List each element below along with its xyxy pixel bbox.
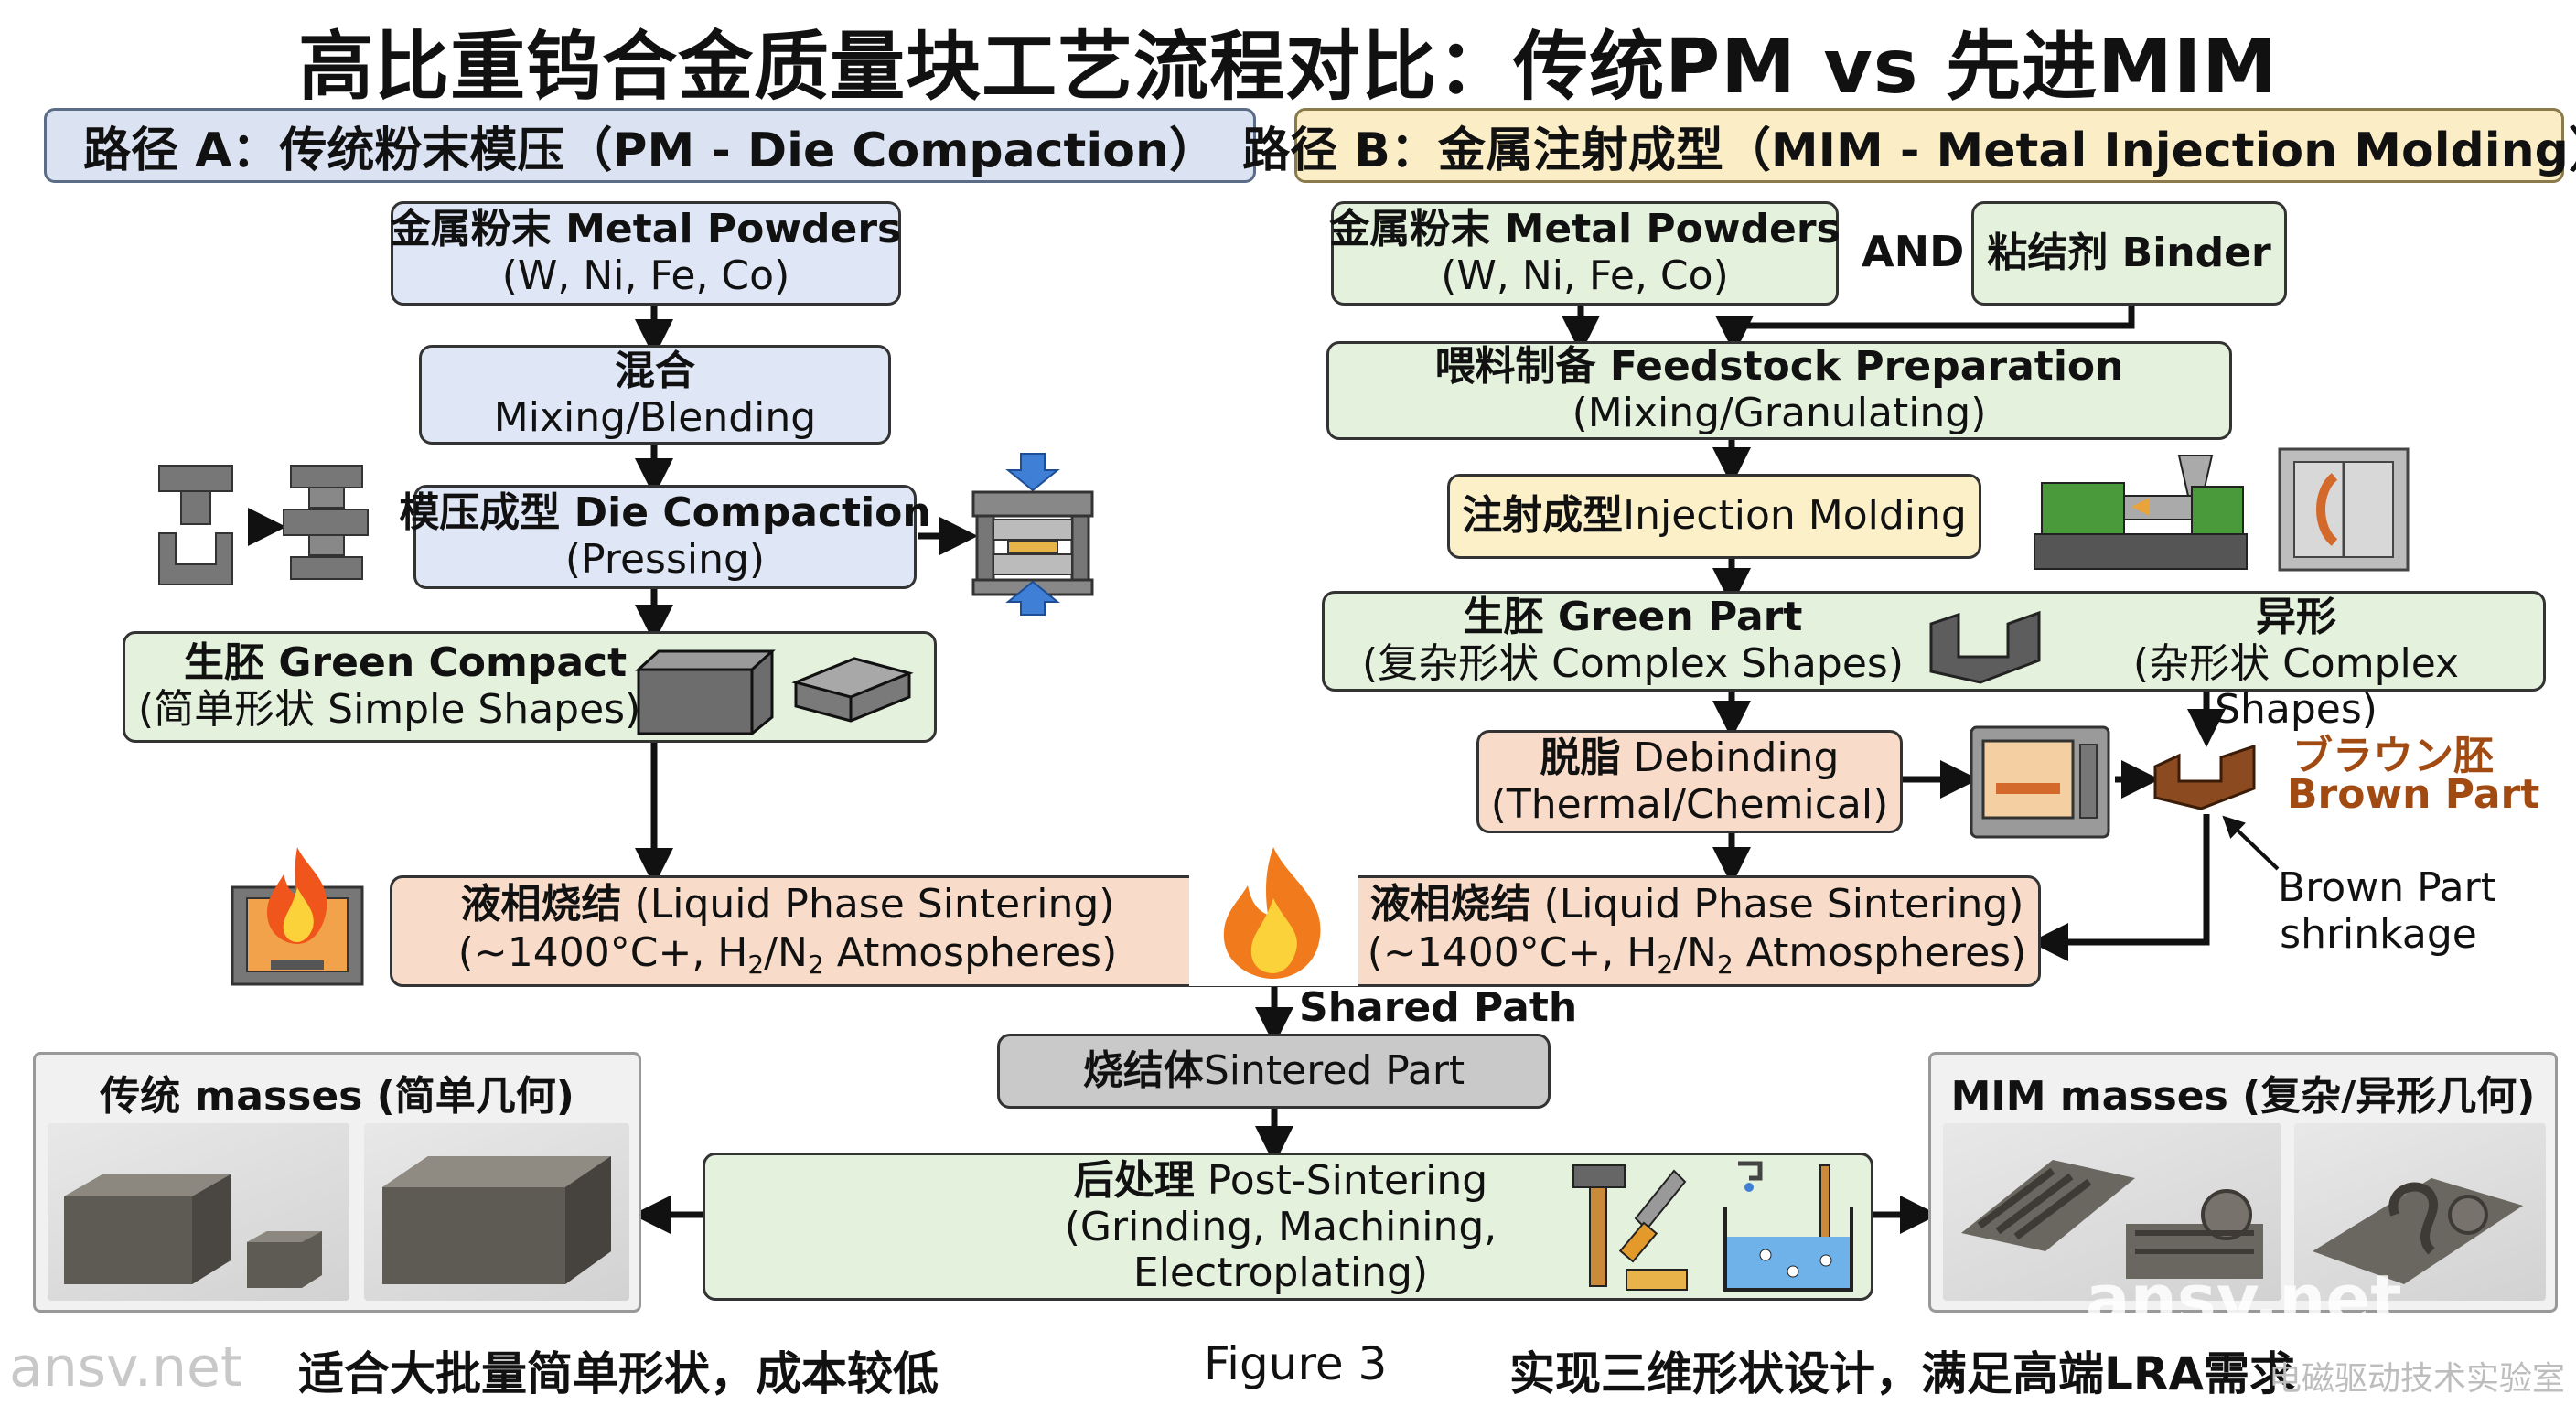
sintered-part-box: 烧结体 Sintered Part (997, 1034, 1551, 1109)
pm-mixing-sub: Mixing/Blending (493, 393, 817, 441)
sintering-right-cn: 液相烧结 (1369, 881, 1531, 928)
mold-icon (2278, 447, 2410, 572)
post-title-en: Post-Sintering (1194, 1157, 1488, 1204)
sintering-right-sub-suffix: Atmospheres) (1733, 928, 2027, 976)
oven-icon (1970, 725, 2110, 839)
debinding-box: 脱脂 Debinding (Thermal/Chemical) (1476, 730, 1903, 833)
injection-title-en: Injection Molding (1623, 492, 1967, 540)
pm-compaction-box: 模压成型 Die Compaction (Pressing) (399, 485, 931, 589)
brown-part-jp-label: ブラウン胚 (2292, 733, 2494, 779)
hammer-wrench-icon (1572, 1164, 1688, 1291)
page-title: 高比重钨合金质量块工艺流程对比：传统PM vs 先进MIM (298, 24, 2278, 111)
path-a-header: 路径 A：传统粉末模压（PM - Die Compaction） (44, 108, 1256, 183)
brown-part-en-label: Brown Part (2287, 771, 2540, 818)
brown-note-line2: shrinkage (2280, 911, 2477, 958)
pm-mixing-box: 混合 Mixing/Blending (419, 345, 891, 445)
post-sintering-text: 后处理 Post-Sintering (Grinding, Machining,… (1006, 1157, 1555, 1297)
sintering-left-sub: (~1400°C+, H2/N2 Atmospheres) (390, 929, 1186, 981)
pm-compaction-title: 模压成型 Die Compaction (399, 489, 931, 537)
sintering-left-en: (Liquid Phase Sintering) (621, 881, 1115, 928)
sintering-right-sub-h2: 2 (1657, 949, 1674, 980)
pm-powders-title: 金属粉末 Metal Powders (390, 206, 902, 253)
sintering-left-sub-h2: 2 (747, 949, 765, 980)
and-label: AND (1862, 227, 1965, 276)
brown-part-icon (2153, 744, 2256, 810)
footer-right-caption: 实现三维形状设计，满足高端LRA需求 (1509, 1347, 2296, 1400)
mim-complex-parts-image (1961, 1160, 2263, 1279)
pm-large-block-image (382, 1156, 611, 1284)
sintering-left-sub-prefix: (~1400°C+, H (457, 928, 748, 976)
electroplating-bath-icon (1723, 1161, 1853, 1292)
sintered-title-cn: 烧结体 (1082, 1046, 1204, 1094)
post-line3: Electroplating) (1132, 1249, 1429, 1297)
sintering-left-sub-mid: /N (764, 928, 808, 976)
feedstock-sub: (Mixing/Granulating) (1572, 390, 1987, 436)
pm-powders-sub: (W, Ni, Fe, Co) (501, 252, 790, 299)
mim-powders-sub: (W, Ni, Fe, Co) (1441, 252, 1729, 299)
green-part-shape-icon (1929, 610, 2041, 684)
binder-title: 粘结剂 Binder (1987, 229, 2271, 276)
pm-masses-photo-1 (48, 1123, 349, 1301)
binder-box: 粘结剂 Binder (1971, 201, 2287, 306)
pm-green-sub: (简单形状 Simple Shapes) (138, 686, 641, 733)
sintering-right-sub-mid: /N (1673, 928, 1717, 976)
sintering-right-sub: (~1400°C+, H2/N2 Atmospheres) (1354, 929, 2040, 981)
watermark-left: ansv.net (9, 1335, 242, 1400)
shared-path-label: Shared Path (1299, 984, 1578, 1031)
sintering-left-cn: 液相烧结 (460, 881, 622, 928)
debinding-title-en: Debinding (1620, 734, 1840, 781)
green-part-text: 生胚 Green Part (复杂形状 Complex Shapes) (1331, 594, 1935, 690)
sintering-left-text: 液相烧结 (Liquid Phase Sintering) (~1400°C+,… (390, 881, 1186, 980)
debinding-title: 脱脂 Debinding (1540, 735, 1840, 782)
pm-metal-powders-box: 金属粉末 Metal Powders (W, Ni, Fe, Co) (391, 201, 901, 306)
irregular-sub: (杂形状 Complex Shapes) (2132, 639, 2460, 734)
sintering-left-sub-suffix: Atmospheres) (823, 928, 1118, 976)
watermark-right-small: 电磁驱动技术实验室 (2269, 1360, 2566, 1398)
sintered-title-en: Sintered Part (1203, 1046, 1465, 1094)
pm-block-pair-image (64, 1174, 322, 1288)
mim-metal-powders-box: 金属粉末 Metal Powders (W, Ni, Fe, Co) (1329, 201, 1841, 306)
mim-masses-photo-2 (2294, 1123, 2546, 1301)
green-part-sub: (复杂形状 Complex Shapes) (1361, 639, 1904, 687)
sintering-right-text: 液相烧结 (Liquid Phase Sintering) (~1400°C+,… (1354, 881, 2040, 980)
irregular-part-text: 异形 (杂形状 Complex Shapes) (2054, 594, 2538, 733)
feedstock-title: 喂料制备 Feedstock Preparation (1434, 343, 2124, 391)
figure-label: Figure 3 (1204, 1337, 1388, 1390)
brown-note-line1: Brown Part (2278, 864, 2496, 911)
pm-compaction-sub: (Pressing) (564, 536, 766, 583)
pm-mixing-title: 混合 (615, 347, 695, 394)
feedstock-box: 喂料制备 Feedstock Preparation (Mixing/Granu… (1326, 341, 2232, 440)
sintering-left-sub-n2: 2 (807, 949, 824, 980)
brown-part-note: Brown Part shrinkage (2278, 864, 2496, 958)
post-title-cn: 后处理 (1073, 1157, 1195, 1204)
furnace-icon (231, 847, 364, 986)
green-compact-blocks-icon (635, 649, 914, 735)
mim-masses-photo-1 (1943, 1123, 2281, 1301)
mim-powders-title: 金属粉末 Metal Powders (1329, 206, 1841, 253)
injection-title-cn: 注射成型 (1462, 492, 1624, 540)
press-machine-icon (971, 453, 1094, 616)
footer-left-caption: 适合大批量简单形状，成本较低 (298, 1347, 939, 1400)
watermark-right-big: ansv.net (2086, 1260, 2402, 1337)
sintering-right-en: (Liquid Phase Sintering) (1530, 881, 2024, 928)
pm-green-title: 生胚 Green Compact (184, 639, 628, 687)
irregular-title: 异形 (2256, 594, 2336, 640)
injection-molding-box: 注射成型 Injection Molding (1447, 474, 1981, 559)
debinding-title-cn: 脱脂 (1540, 734, 1621, 781)
path-b-header: 路径 B：金属注射成型（MIM - Metal Injection Moldin… (1242, 108, 2576, 183)
flame-icon (1223, 847, 1321, 979)
sintering-right-sub-prefix: (~1400°C+, H (1367, 928, 1658, 976)
die-parts-icon (158, 465, 369, 585)
debinding-sub: (Thermal/Chemical) (1490, 780, 1889, 828)
green-part-title: 生胚 Green Part (1463, 594, 1803, 640)
sintering-right-sub-n2: 2 (1716, 949, 1733, 980)
pm-masses-title: 传统 masses (简单几何) (100, 1073, 574, 1120)
mim-masses-title: MIM masses (复杂/异形几何) (1950, 1073, 2536, 1120)
injection-machine-icon (2034, 455, 2248, 570)
mim-irregular-part-image (2313, 1178, 2523, 1284)
pm-masses-photo-2 (364, 1123, 629, 1301)
post-line2: (Grinding, Machining, (1064, 1203, 1497, 1250)
